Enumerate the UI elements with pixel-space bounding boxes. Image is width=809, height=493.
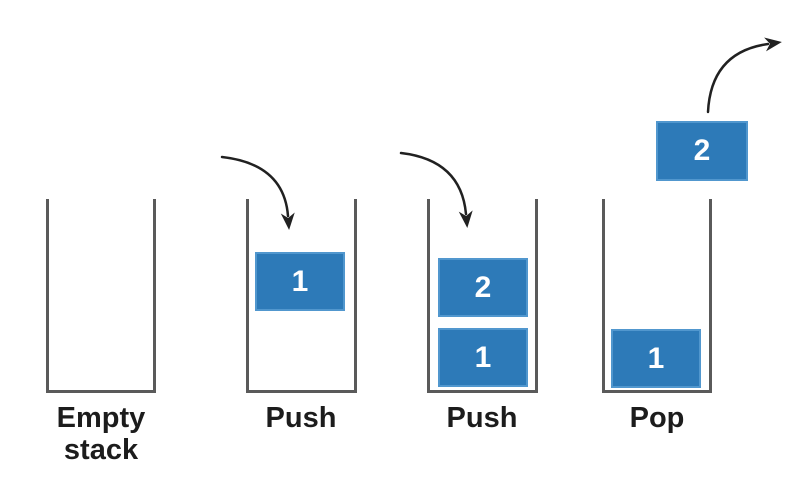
stack-item-value: 1 [291, 264, 309, 298]
push-arrow-down-icon [399, 151, 473, 228]
stack-item-value: 1 [474, 340, 492, 374]
stack-item: 2 [438, 258, 528, 317]
stage-label-empty-stack: Empty stack [56, 402, 146, 466]
push-arrow-down-icon [220, 155, 295, 230]
stack-item: 1 [438, 328, 528, 387]
stack-item-value: 2 [693, 134, 711, 167]
pop-arrow-up-right-icon [706, 37, 782, 114]
stack-container-empty [46, 199, 156, 393]
stack-container-pop [602, 199, 712, 393]
stage-label-pop: Pop [629, 402, 685, 434]
stack-container-push-2 [427, 199, 538, 393]
stack-item: 1 [255, 252, 345, 311]
popped-stack-item: 2 [656, 121, 748, 181]
stack-item-value: 1 [647, 341, 665, 375]
stack-item-value: 2 [474, 270, 492, 304]
stage-label-push-2: Push [446, 402, 518, 434]
stack-item: 1 [611, 329, 701, 388]
stack-container-push-1 [246, 199, 357, 393]
stage-label-push-1: Push [265, 402, 337, 434]
